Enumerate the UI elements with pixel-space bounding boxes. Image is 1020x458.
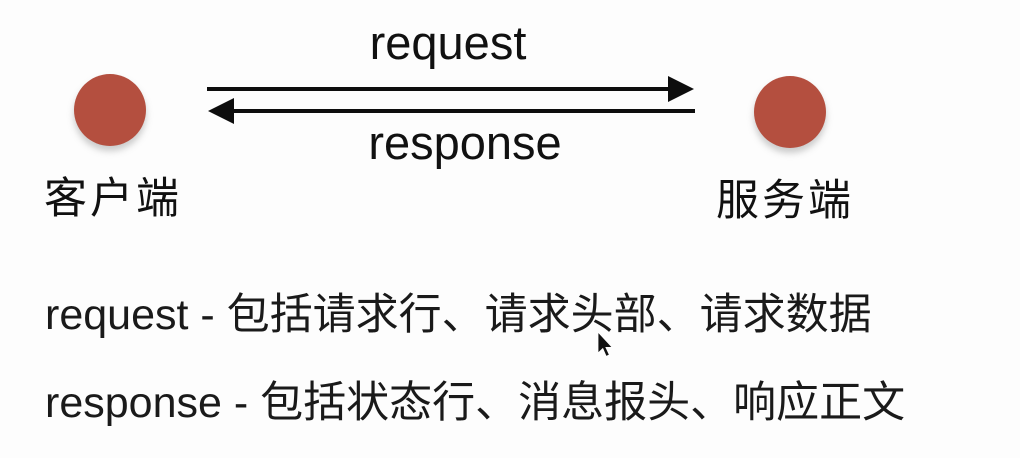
request-arrow-label: request	[369, 16, 527, 69]
response-arrowhead-left-icon	[208, 98, 234, 124]
response-description-text: response - 包括状态行、消息报头、响应正文	[45, 379, 906, 427]
request-arrowhead-right-icon	[668, 76, 694, 102]
client-node-label: 客户端	[44, 176, 182, 223]
server-node-circle	[754, 76, 826, 148]
request-description-text: request - 包括请求行、请求头部、请求数据	[45, 291, 872, 339]
server-node-label: 服务端	[716, 178, 854, 225]
client-node-circle	[74, 74, 146, 146]
request-arrow-line	[207, 87, 669, 91]
response-arrow-line	[232, 109, 695, 113]
response-arrow-label: response	[368, 116, 562, 169]
mouse-cursor-icon	[598, 332, 614, 357]
